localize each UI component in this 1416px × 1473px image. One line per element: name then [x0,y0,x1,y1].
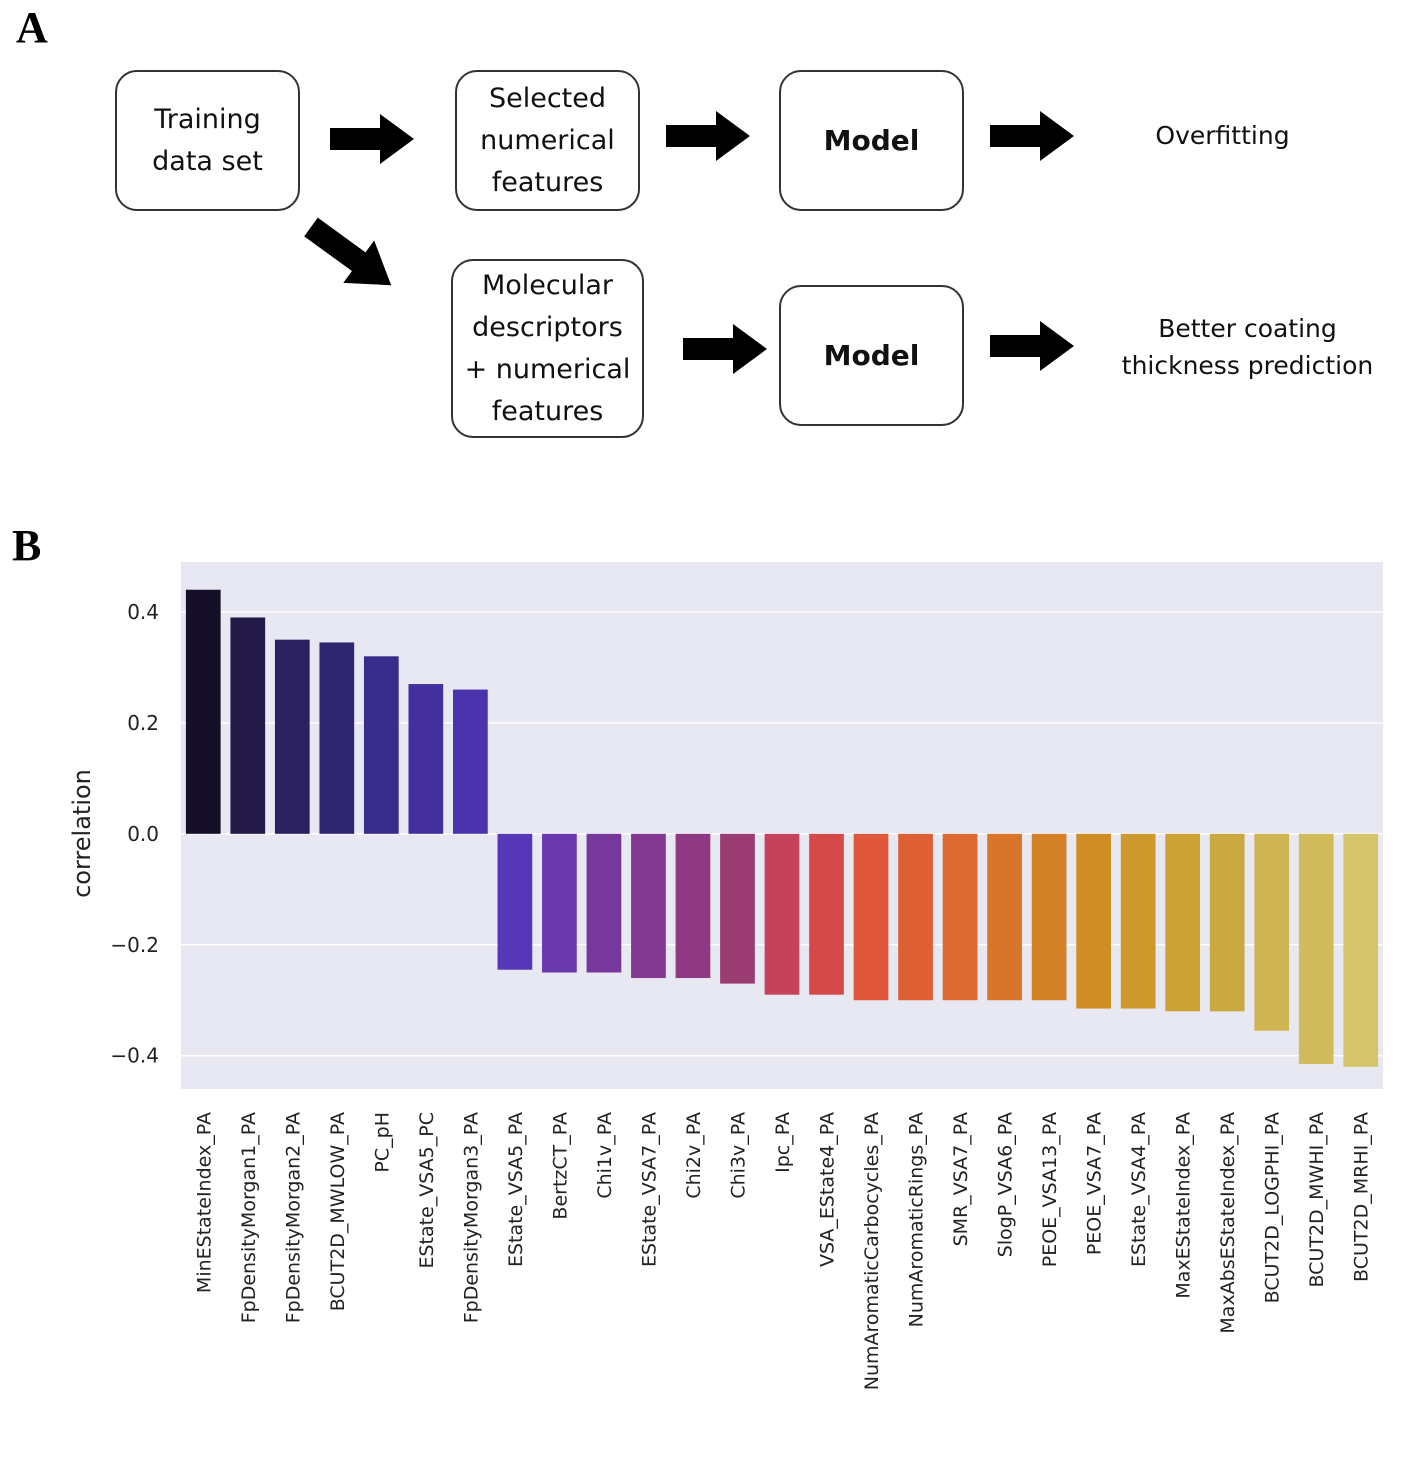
outcome-better-prediction: Better coating thickness prediction [1121,314,1374,380]
x-tick-label: Chi1v_PA [594,1112,616,1199]
bar [363,656,399,834]
x-tick-label: MaxEStateIndex_PA [1173,1112,1195,1299]
x-tick-label: FpDensityMorgan1_PA [238,1112,260,1323]
y-tick-label: 0.0 [127,822,159,846]
bar [1120,833,1156,1009]
y-axis-label: correlation [68,769,96,898]
arrow-selected-to-model [666,111,750,161]
x-tick-label: Chi2v_PA [683,1112,705,1199]
x-tick-label: FpDensityMorgan2_PA [282,1112,304,1323]
panel-label-b: B [12,521,42,570]
bar [987,833,1022,1001]
correlation-bar-chart: 0.4 0.2 0.0 −0.2 −0.4 MinEStateIndex_PA FpDen… [68,562,1383,1390]
x-tick-label: SlogP_VSA6_PA [995,1112,1017,1257]
x-tick-label: PEOE_VSA13_PA [1039,1112,1061,1267]
x-tick-label: BCUT2D_LOGPHI_PA [1262,1112,1284,1303]
bar [1209,833,1245,1012]
x-tick-label: EState_VSA4_PA [1128,1112,1150,1267]
x-tick-label: Ipc_PA [772,1112,794,1173]
bar [1076,833,1111,1009]
arrow-training-to-molecular [295,205,407,307]
model-box-bottom: Model [779,285,964,426]
selected-features-box: Selected numerical features [455,70,640,211]
x-tick-label: PEOE_VSA7_PA [1084,1112,1106,1255]
y-tick-label: 0.2 [127,711,159,735]
x-tick-label: Chi3v_PA [727,1112,749,1199]
flow-arrows [295,111,1074,374]
bar [1343,833,1379,1067]
y-tick-label: −0.4 [110,1044,159,1068]
x-tick-label: EState_VSA5_PA [505,1112,527,1267]
bar [675,833,711,979]
bar [408,684,444,834]
outcome-overfitting: Overfitting [1155,121,1290,150]
x-tick-label: MinEStateIndex_PA [193,1112,215,1293]
panel-label-a: A [16,3,48,52]
bar [1254,833,1290,1031]
bar [1298,833,1334,1065]
x-tick-label: PC_pH [371,1112,393,1173]
x-tick-label: BCUT2D_MRHI_PA [1351,1112,1373,1282]
model-box-top: Model [779,70,964,211]
x-tick-labels: MinEStateIndex_PA FpDensityMorgan1_PA FpDe… [193,1112,1372,1390]
bar [942,833,978,1001]
bar [319,642,355,834]
arrow-model-to-better [990,321,1074,371]
bar [631,833,666,979]
bar [720,833,755,984]
bar [1031,833,1067,1001]
arrow-molecular-to-model [683,324,767,374]
x-tick-label: MaxAbsEStateIndex_PA [1217,1112,1239,1334]
y-tick-label: −0.2 [110,933,159,957]
y-tick-label: 0.4 [127,600,159,624]
bars [185,589,1379,1067]
plot-background [181,562,1383,1089]
x-tick-label: EState_VSA7_PA [638,1112,660,1267]
molecular-descriptors-box: Molecular descriptors + numerical featur… [451,259,644,438]
bar [274,639,310,834]
x-tick-label: NumAromaticCarbocycles_PA [861,1112,883,1390]
arrow-training-to-selected [330,114,414,164]
x-tick-label: EState_VSA5_PC [416,1112,438,1269]
bar [1165,833,1201,1012]
bar [809,833,844,995]
bar [185,589,221,834]
bar [764,833,800,995]
y-tick-labels: 0.4 0.2 0.0 −0.2 −0.4 [110,600,159,1068]
bar [230,617,266,834]
bar [853,833,889,1001]
x-tick-label: BCUT2D_MWLOW_PA [327,1112,349,1311]
training-data-box: Training data set [115,70,300,211]
bar [586,833,622,973]
bar [497,833,533,970]
x-tick-label: BertzCT_PA [549,1112,571,1220]
arrow-model-to-overfitting [990,111,1074,161]
x-tick-label: NumAromaticRings_PA [906,1112,928,1327]
x-tick-label: VSA_EState4_PA [817,1112,839,1267]
x-tick-label: BCUT2D_MWHI_PA [1306,1112,1328,1288]
x-tick-label: FpDensityMorgan3_PA [460,1112,482,1323]
bar [542,833,577,973]
bar [898,833,933,1001]
bar [453,689,488,834]
x-tick-label: SMR_VSA7_PA [950,1112,972,1246]
